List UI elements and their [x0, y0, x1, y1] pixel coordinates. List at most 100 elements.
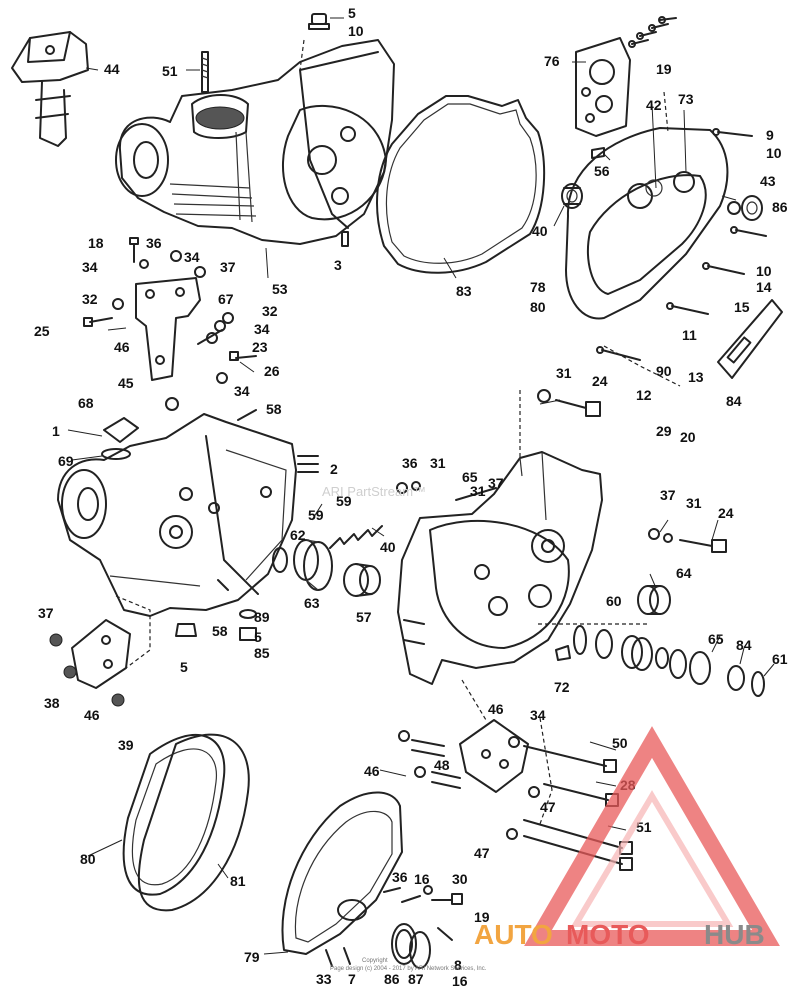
callout-56a: 58: [266, 401, 282, 417]
part-screw-56: [217, 409, 257, 591]
callout-72: 76: [544, 53, 560, 69]
part-bolt-24: [648, 528, 727, 553]
part-washer-31a: [411, 481, 421, 491]
part-69: [555, 645, 571, 661]
callout-38: 40: [532, 223, 548, 239]
callout-21: 23: [252, 339, 268, 355]
part-screws-22: [628, 16, 677, 48]
part-crankcase-left-53: [115, 39, 395, 245]
callout-1: 1: [52, 423, 60, 439]
callout-75: 79: [244, 949, 260, 965]
callout-78: 80: [80, 851, 96, 867]
part-plate-72: [575, 37, 631, 137]
callout-33: 33: [316, 971, 332, 987]
copyright-line-2: Page design (c) 2004 - 2017 by ARI Netwo…: [330, 966, 487, 972]
callout-46c: 47: [474, 845, 490, 861]
part-crankcase-right: [397, 451, 603, 685]
callout-40b: 43: [760, 173, 776, 189]
callout-59a: 60: [606, 593, 622, 609]
callout-54: 56: [594, 163, 610, 179]
callout-90: 90: [656, 363, 672, 379]
callout-61: 63: [304, 595, 320, 611]
callout-55: 57: [356, 609, 372, 625]
part-guard-81: [717, 299, 783, 379]
part-washer-36a: [396, 482, 408, 494]
callout-46b: 47: [540, 799, 556, 815]
part-stud-64: [455, 487, 497, 501]
callout-47: 48: [434, 757, 450, 773]
logo-triangle-icon: [524, 726, 780, 946]
callout-56b: 58: [212, 623, 228, 639]
callout-31a: 31: [556, 365, 572, 381]
callout-26: 26: [264, 363, 280, 379]
callout-34e: 34: [530, 707, 546, 723]
callout-32b: 32: [262, 303, 278, 319]
part-sleeve-55: [343, 563, 381, 597]
callout-85: 85: [254, 645, 270, 661]
callout-35a: 36: [146, 235, 162, 251]
callout-68: 69: [58, 453, 74, 469]
callout-34a: 34: [184, 249, 200, 265]
callout-69: 72: [554, 679, 570, 695]
callout-86: 86: [384, 971, 400, 987]
part-plugs-5: [175, 609, 257, 641]
part-hardware-43: [83, 237, 257, 411]
callout-71: 73: [678, 91, 694, 107]
callout-39: 40: [380, 539, 396, 555]
callout-65: 67: [218, 291, 234, 307]
part-bearing-set: [573, 625, 765, 697]
part-cover-75: [281, 791, 431, 969]
leader-lines: [71, 17, 775, 955]
callout-10a: 10: [766, 145, 782, 161]
part-hardware-bottom: [325, 885, 463, 967]
callout-36c: 37: [660, 487, 676, 503]
callout-81: 84: [726, 393, 742, 409]
part-plug-4: [308, 13, 330, 30]
automotohub-logo: AUTO MOTO HUB: [474, 726, 780, 950]
callout-6: 10: [348, 23, 364, 39]
part-bearing-62: [637, 585, 671, 615]
part-plug-67: [67, 417, 139, 460]
callout-11: 11: [682, 327, 697, 343]
callout-50: 51: [636, 819, 652, 835]
callout-37a: 37: [220, 259, 236, 275]
part-bracket-41: [11, 31, 89, 147]
callout-19: 19: [474, 909, 490, 925]
callout-31b: 31: [430, 455, 446, 471]
callout-37c: 38: [44, 695, 60, 711]
logo-text-moto: MOTO: [566, 919, 649, 950]
callout-83: 84: [736, 637, 752, 653]
part-key-54: [591, 147, 605, 159]
callout-44: 46: [84, 707, 100, 723]
callout-59b: 61: [772, 651, 788, 667]
callout-67: 68: [78, 395, 94, 411]
callout-42: 45: [118, 375, 134, 391]
part-bolt-23: [537, 389, 601, 417]
callout-51: 51: [162, 63, 178, 79]
part-oring-40: [727, 201, 741, 215]
callout-23: 24: [592, 373, 608, 389]
callout-80: 83: [456, 283, 472, 299]
callout-89: 89: [254, 609, 270, 625]
callout-31c: 31: [470, 483, 486, 499]
callout-34b: 34: [82, 259, 98, 275]
part-stud-51: [201, 51, 209, 93]
callout-labels: 5 10 44 51 76 19 42 73 9 10 56 43 86 40 …: [34, 5, 788, 989]
callout-57: 59: [336, 493, 352, 509]
callout-29: 29: [656, 423, 672, 439]
callout-58: 59: [308, 507, 324, 523]
callout-32a: 32: [82, 291, 98, 307]
part-bracket-43: [135, 277, 201, 381]
callout-64: 65: [462, 469, 478, 485]
callout-13: 13: [688, 369, 704, 385]
copyright-line-1: Copyright: [362, 958, 388, 964]
logo-text-auto: AUTO: [474, 919, 553, 950]
part-gaskets-78-79: [122, 733, 250, 912]
callout-35b: 36: [392, 869, 408, 885]
callout-43: 46: [114, 339, 130, 355]
callout-87: 87: [408, 971, 424, 987]
part-bolts-cover: [596, 128, 767, 361]
logo-text-hub: HUB: [704, 919, 765, 950]
callout-73: 78: [530, 279, 546, 295]
